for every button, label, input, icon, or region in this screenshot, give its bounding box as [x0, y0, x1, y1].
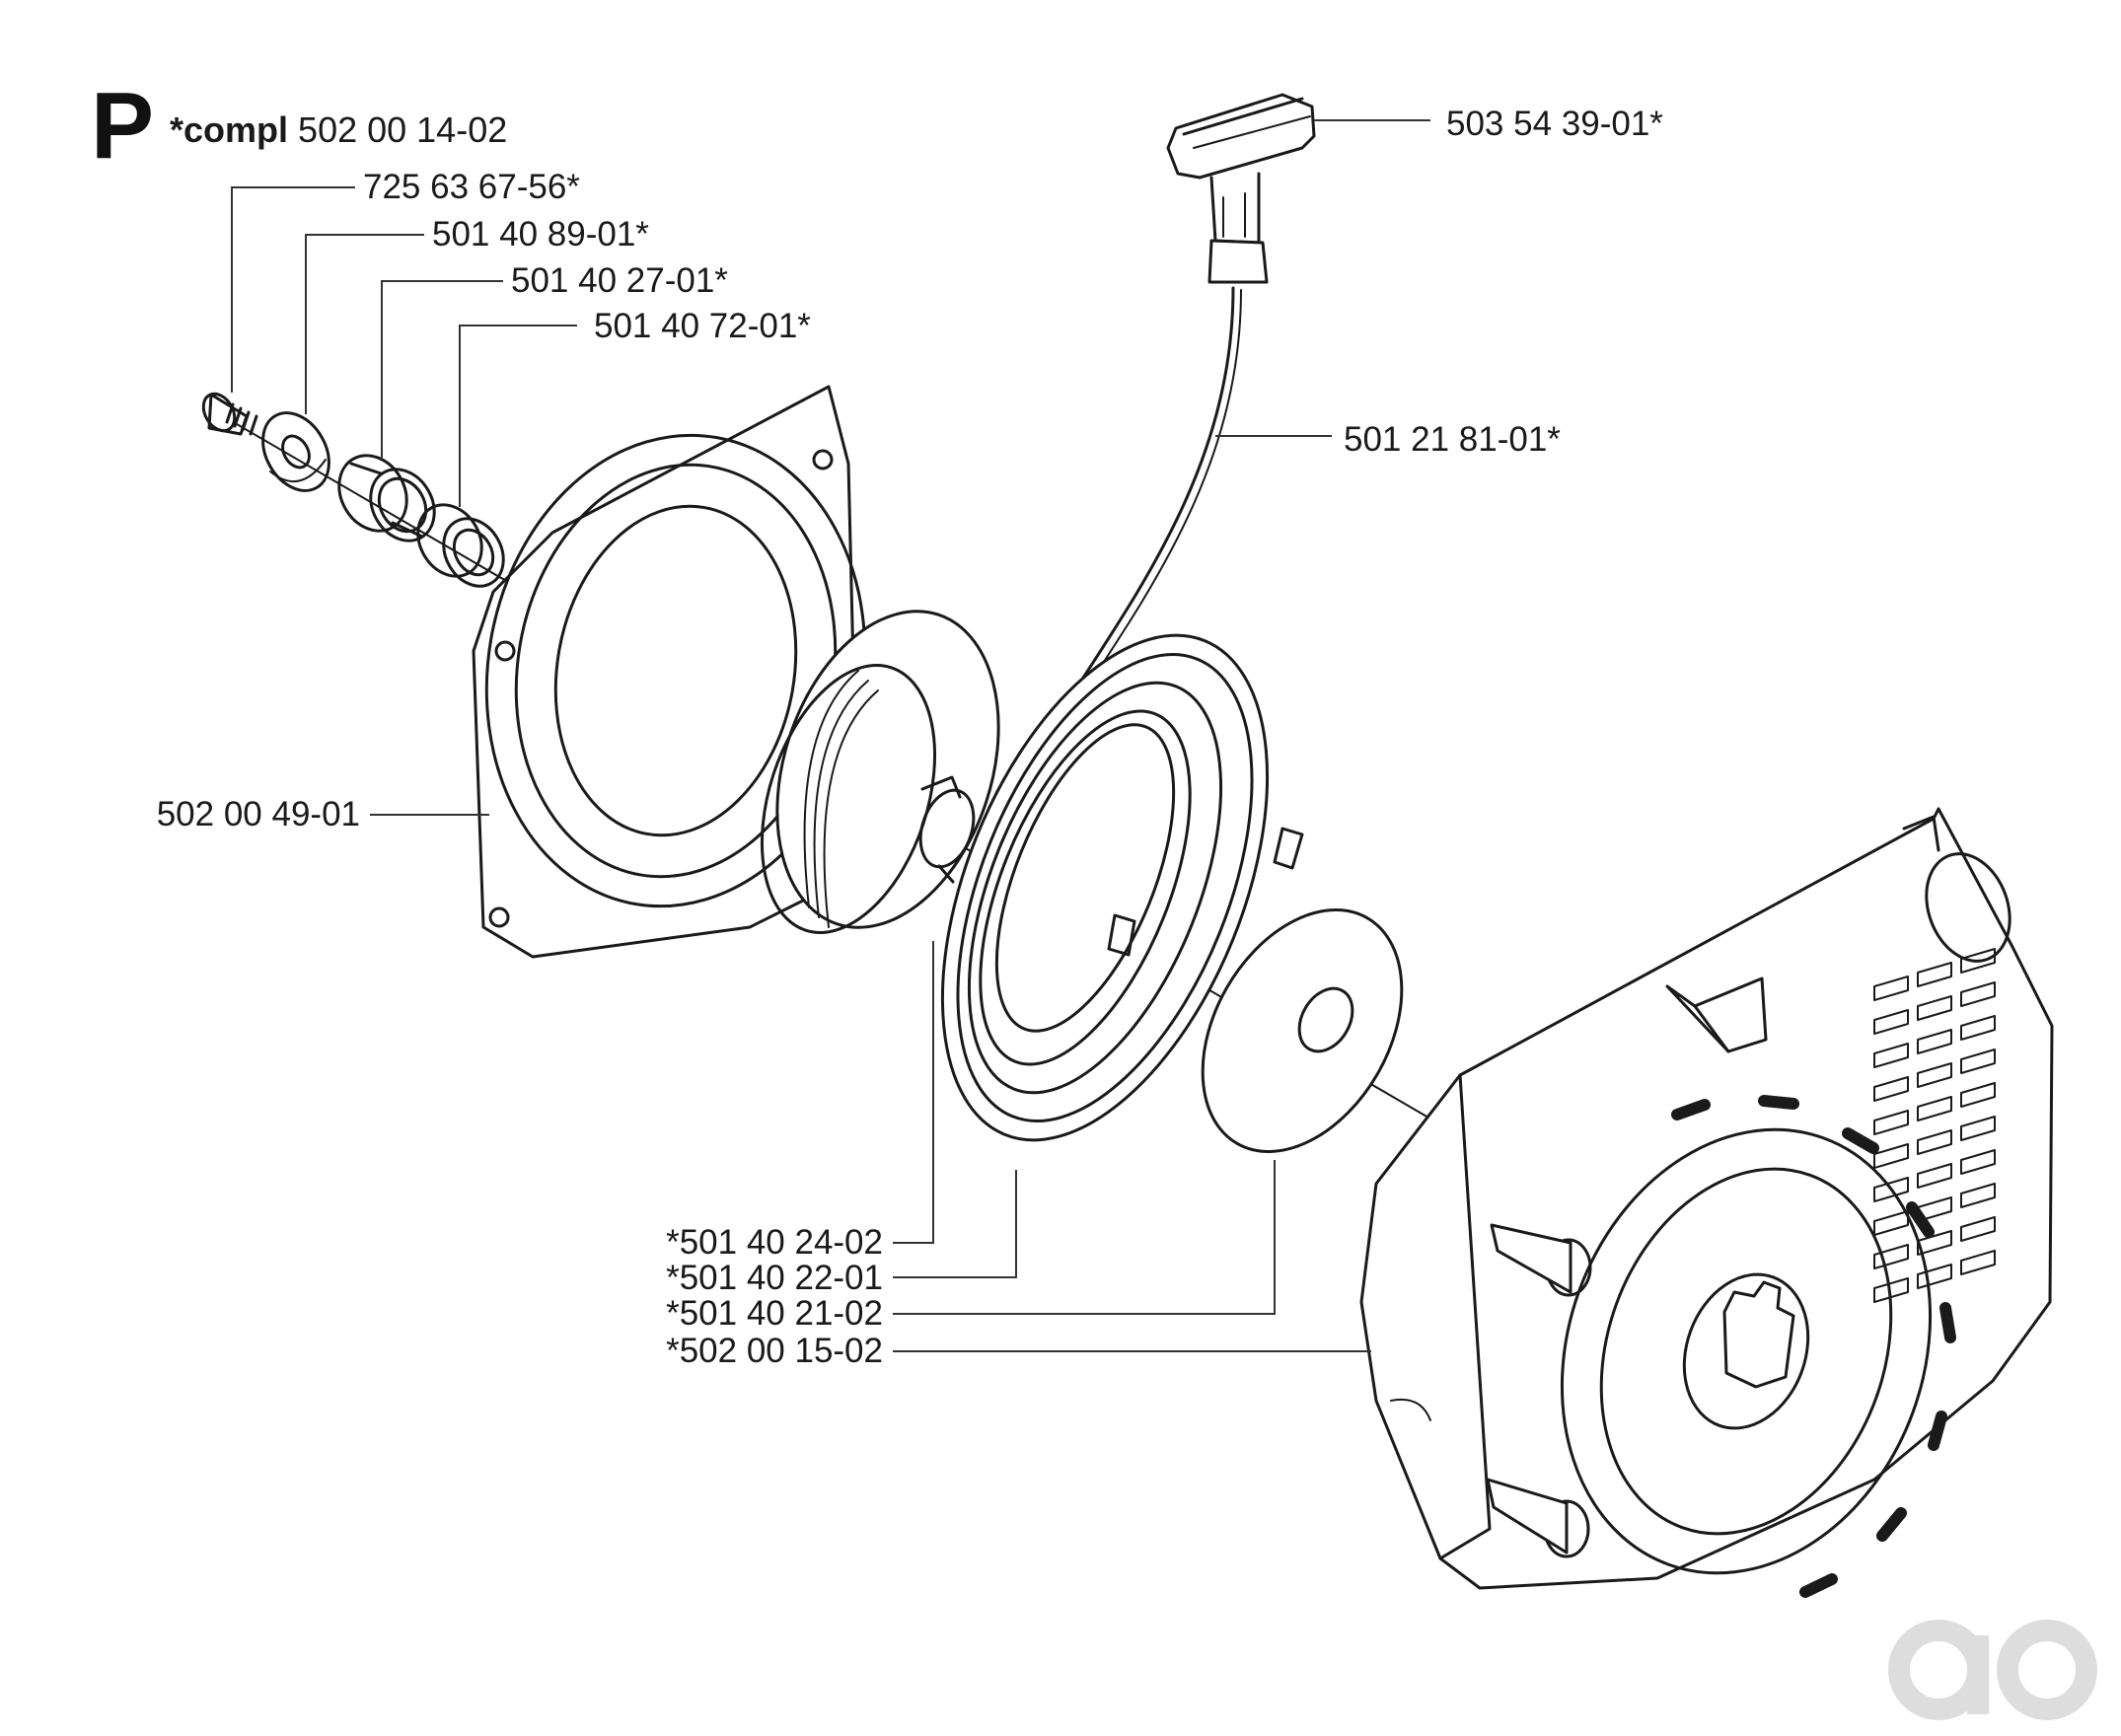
vent-slot — [1917, 1163, 1952, 1189]
vent-slot — [1960, 1250, 1996, 1275]
section-letter: P — [91, 73, 155, 179]
vent-slot — [1799, 1573, 1838, 1598]
vent-slot — [1960, 1183, 1996, 1208]
leader-washer — [305, 234, 424, 414]
vent-slot — [1960, 1149, 1996, 1175]
vent-slot — [1960, 1015, 1996, 1041]
vent-slot — [1842, 1127, 1879, 1154]
washer-part — [261, 411, 330, 492]
vent-slot — [1917, 1096, 1952, 1121]
vent-slot — [1917, 995, 1952, 1021]
vent-slot — [1960, 981, 1996, 1007]
vent-slot — [1917, 962, 1952, 987]
leader-bushing-large — [381, 280, 503, 460]
label-screw: 725 63 67-56* — [363, 168, 580, 206]
vent-slot — [1873, 1009, 1909, 1035]
vent-slot — [1960, 1082, 1996, 1108]
compl-prefix: *compl — [170, 109, 289, 150]
spring-washer-part — [1201, 908, 1404, 1153]
bushing-large-part — [337, 454, 436, 542]
label-plate: 502 00 49-01 — [156, 795, 360, 833]
label-spring-cassette: *501 40 22-01 — [666, 1259, 883, 1297]
vent-slot — [1960, 1049, 1996, 1074]
vent-slot — [1906, 1201, 1935, 1238]
starter-housing-part — [1359, 807, 2054, 1590]
vent-slot — [1917, 1264, 1952, 1289]
vent-slot — [1873, 1143, 1909, 1169]
label-washer: 501 40 89-01* — [432, 215, 649, 253]
vent-slot — [1917, 1230, 1952, 1256]
vent-slot — [1873, 1076, 1909, 1102]
spring-cassette-part — [940, 633, 1304, 1142]
leader-spring-cassette — [893, 1170, 1017, 1278]
label-handle: 503 54 39-01* — [1446, 105, 1663, 143]
vent-slot — [1758, 1095, 1799, 1110]
vent-slot — [1939, 1302, 1956, 1343]
vent-slot — [1873, 1277, 1909, 1303]
complete-assembly-number: *compl 502 00 14-02 — [170, 112, 507, 148]
vent-slot — [1960, 1116, 1996, 1141]
label-cord: 501 21 81-01* — [1344, 420, 1561, 459]
vent-slot — [1917, 1029, 1952, 1054]
compl-number: 502 00 14-02 — [298, 109, 508, 150]
vent-slot — [1873, 1043, 1909, 1068]
vent-slot — [1873, 976, 1909, 1001]
vent-slot — [1960, 948, 1996, 974]
housing-vent-slots — [1671, 948, 1996, 1598]
vent-slot — [1873, 1177, 1909, 1202]
label-pulley: *501 40 24-02 — [666, 1223, 883, 1262]
bushing-small-part — [416, 503, 505, 588]
vent-slot — [1876, 1507, 1907, 1542]
starter-handle-part — [1166, 93, 1316, 284]
vent-slot — [1873, 1110, 1909, 1135]
screw-part — [201, 392, 258, 436]
pulley-part — [760, 610, 1000, 934]
leader-pulley — [893, 941, 934, 1244]
leader-bushing-small — [459, 325, 577, 507]
leader-spring-washer — [893, 1160, 1276, 1315]
label-starter-housing: *502 00 15-02 — [666, 1332, 883, 1370]
label-bushing-small: 501 40 72-01* — [594, 307, 811, 345]
vent-slot — [1873, 1210, 1909, 1236]
label-bushing-large: 501 40 27-01* — [511, 261, 728, 300]
vent-slot — [1928, 1410, 1947, 1451]
vent-slot — [1960, 1216, 1996, 1242]
vent-slot — [1671, 1099, 1711, 1121]
vent-slot — [1873, 1244, 1909, 1269]
label-spring-washer: *501 40 21-02 — [666, 1294, 883, 1333]
vent-slot — [1917, 1062, 1952, 1088]
vent-slot — [1917, 1129, 1952, 1155]
watermark-logo — [1888, 1620, 2097, 1720]
leader-screw — [231, 186, 355, 393]
